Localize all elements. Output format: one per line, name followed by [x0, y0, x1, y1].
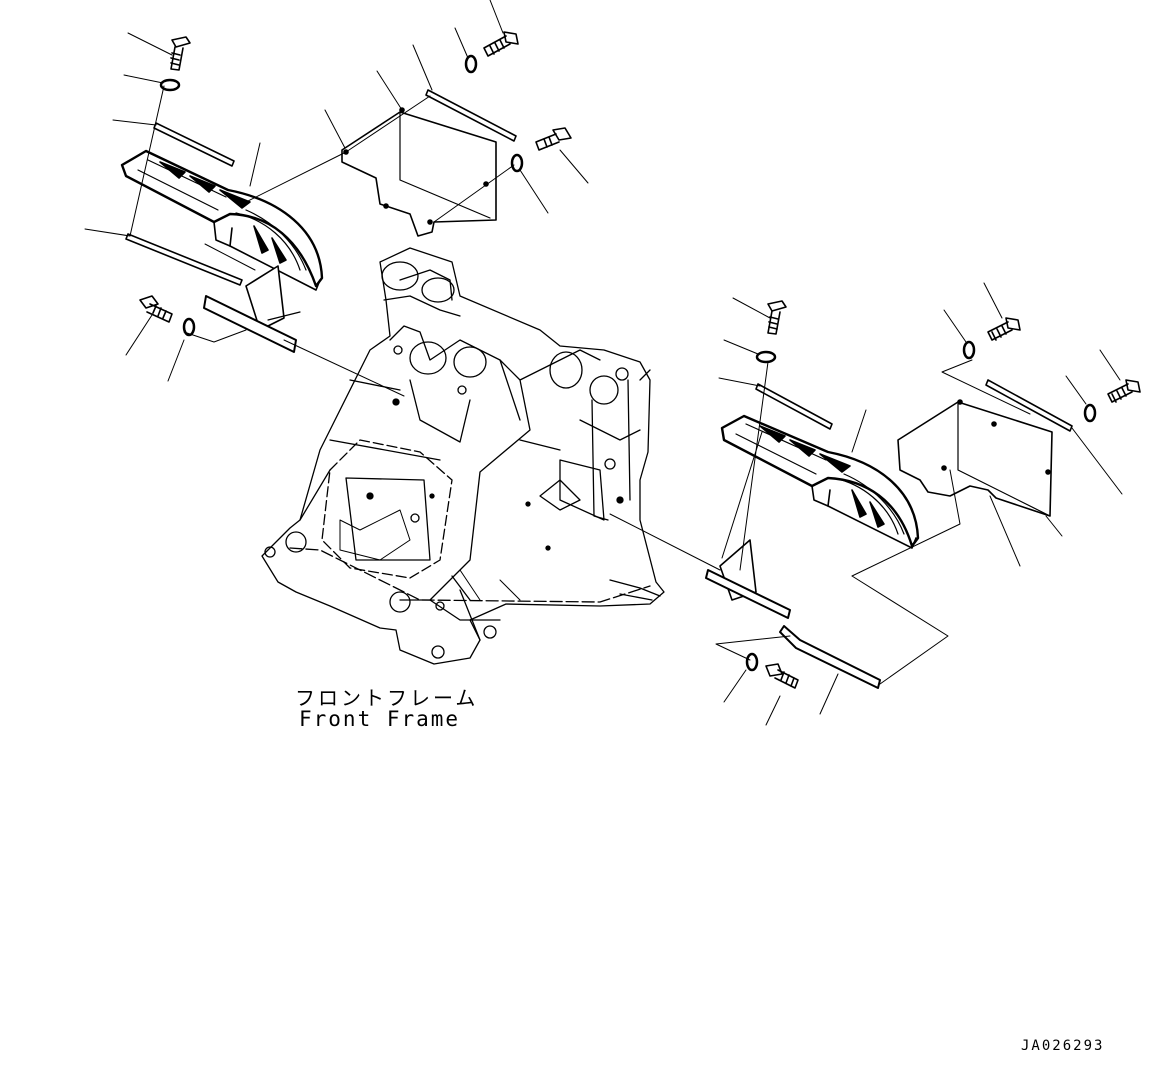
- bolt-icon: [483, 0, 519, 57]
- front-frame: [261, 247, 665, 665]
- washer-icon: [723, 339, 777, 364]
- bolt-icon: [127, 32, 191, 71]
- fender-cover: [120, 142, 324, 291]
- washer-icon: [167, 317, 247, 382]
- seal-strip: [718, 377, 833, 430]
- washer-icon: [433, 153, 549, 223]
- bolt-icon: [732, 297, 787, 335]
- rear-plate: [851, 399, 1063, 685]
- washer-icon: [723, 652, 759, 703]
- drawing-number: JA026293: [1021, 1038, 1105, 1054]
- bolt-icon: [983, 282, 1021, 341]
- washer-icon: [123, 74, 181, 92]
- bolt-icon: [535, 127, 589, 184]
- bolt-icon: [125, 295, 173, 356]
- washer-icon: [941, 309, 1031, 415]
- top-strip: [985, 379, 1123, 495]
- frame-label-japanese: フロントフレーム: [295, 686, 479, 710]
- right-fender-assembly: [609, 282, 1141, 726]
- washer-icon: [1065, 375, 1097, 423]
- washer-icon: [454, 27, 478, 74]
- bolt-icon: [765, 663, 799, 726]
- frame-label-english: Front Frame: [299, 707, 461, 731]
- left-fender-assembly: [84, 0, 589, 397]
- fender-cover: [720, 409, 920, 549]
- lower-strip: [84, 228, 256, 286]
- mounting-bracket: [203, 265, 301, 353]
- top-strip: [412, 44, 517, 142]
- lower-strip: [715, 625, 881, 715]
- bolt-icon: [1099, 349, 1141, 403]
- mounting-bracket: [705, 361, 791, 619]
